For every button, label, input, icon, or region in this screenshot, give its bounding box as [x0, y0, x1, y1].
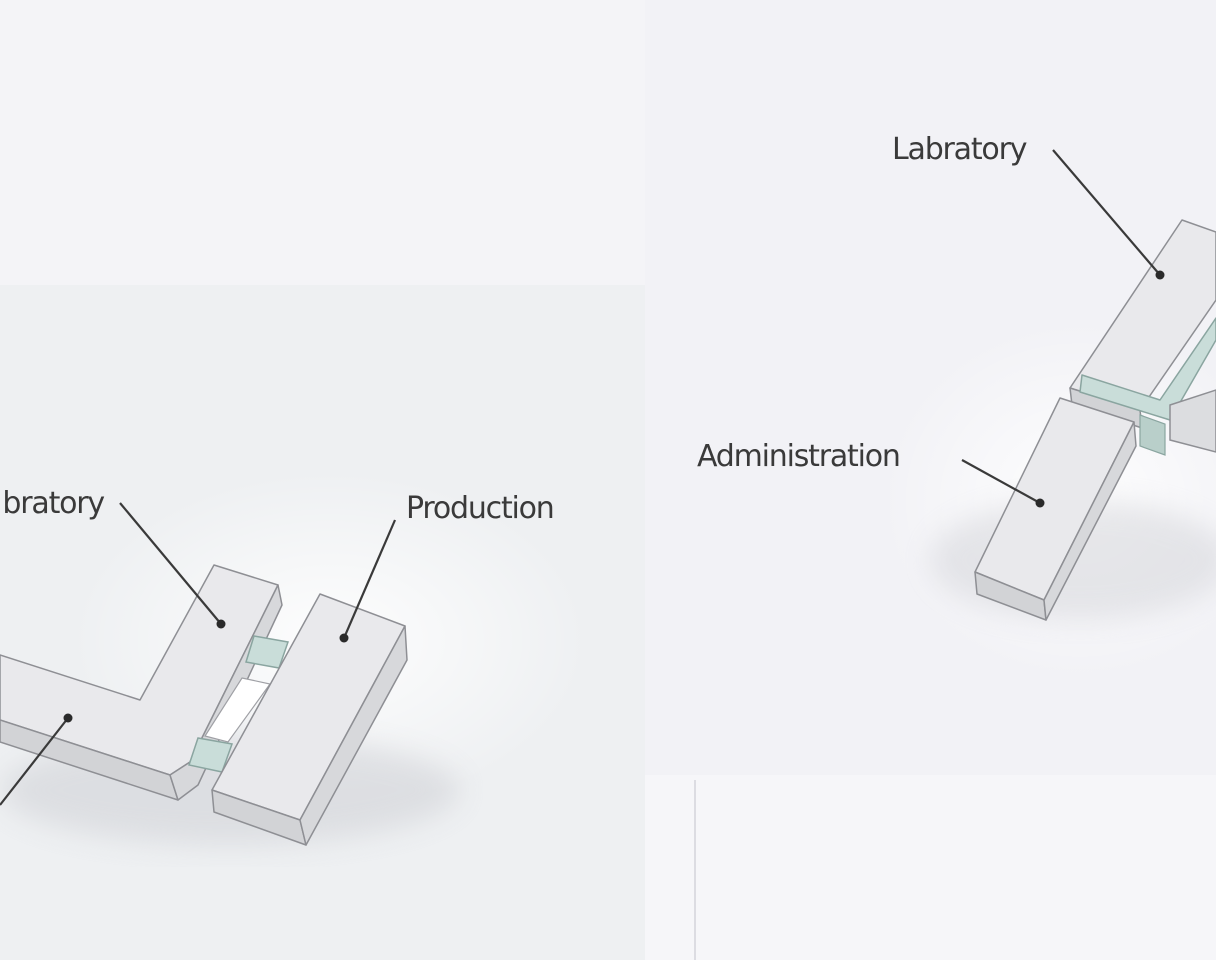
- right-leader-lines: [961, 149, 1165, 508]
- right-connector: [1079, 317, 1216, 456]
- connector-walkway: [204, 677, 272, 743]
- leader-dot-laboratory-right: [1155, 270, 1165, 280]
- production-block: [211, 593, 408, 846]
- left-leader-lines: [0, 502, 397, 806]
- leader-dot-administration: [1035, 498, 1045, 508]
- right-connector-post: [1139, 414, 1166, 456]
- label-laboratory-left: bratory: [2, 486, 104, 521]
- label-production: Production: [406, 491, 554, 526]
- leader-line-administration: [961, 459, 1041, 504]
- leader-line-laboratory: [119, 502, 222, 625]
- right-connector-band: [1079, 317, 1216, 421]
- production-block-side-right: [299, 625, 408, 846]
- bottom-right-background: [645, 775, 1216, 960]
- right-massing: Labratory Administration: [697, 132, 1216, 621]
- leader-dot-wing: [63, 713, 73, 723]
- leader-dot-production: [339, 633, 349, 643]
- leader-line-wing: [0, 717, 69, 806]
- label-laboratory-right: Labratory: [892, 132, 1027, 167]
- left-massing: bratory Production: [0, 486, 555, 846]
- right-wing-stub: [1169, 389, 1216, 453]
- leader-dot-laboratory: [216, 619, 226, 629]
- leader-line-laboratory-right: [1052, 149, 1161, 276]
- label-administration: Administration: [697, 439, 900, 474]
- administration-side-right: [1043, 421, 1137, 621]
- leader-line-production: [342, 519, 397, 639]
- administration-block: [974, 397, 1137, 621]
- laboratory-right-top: [1069, 219, 1216, 411]
